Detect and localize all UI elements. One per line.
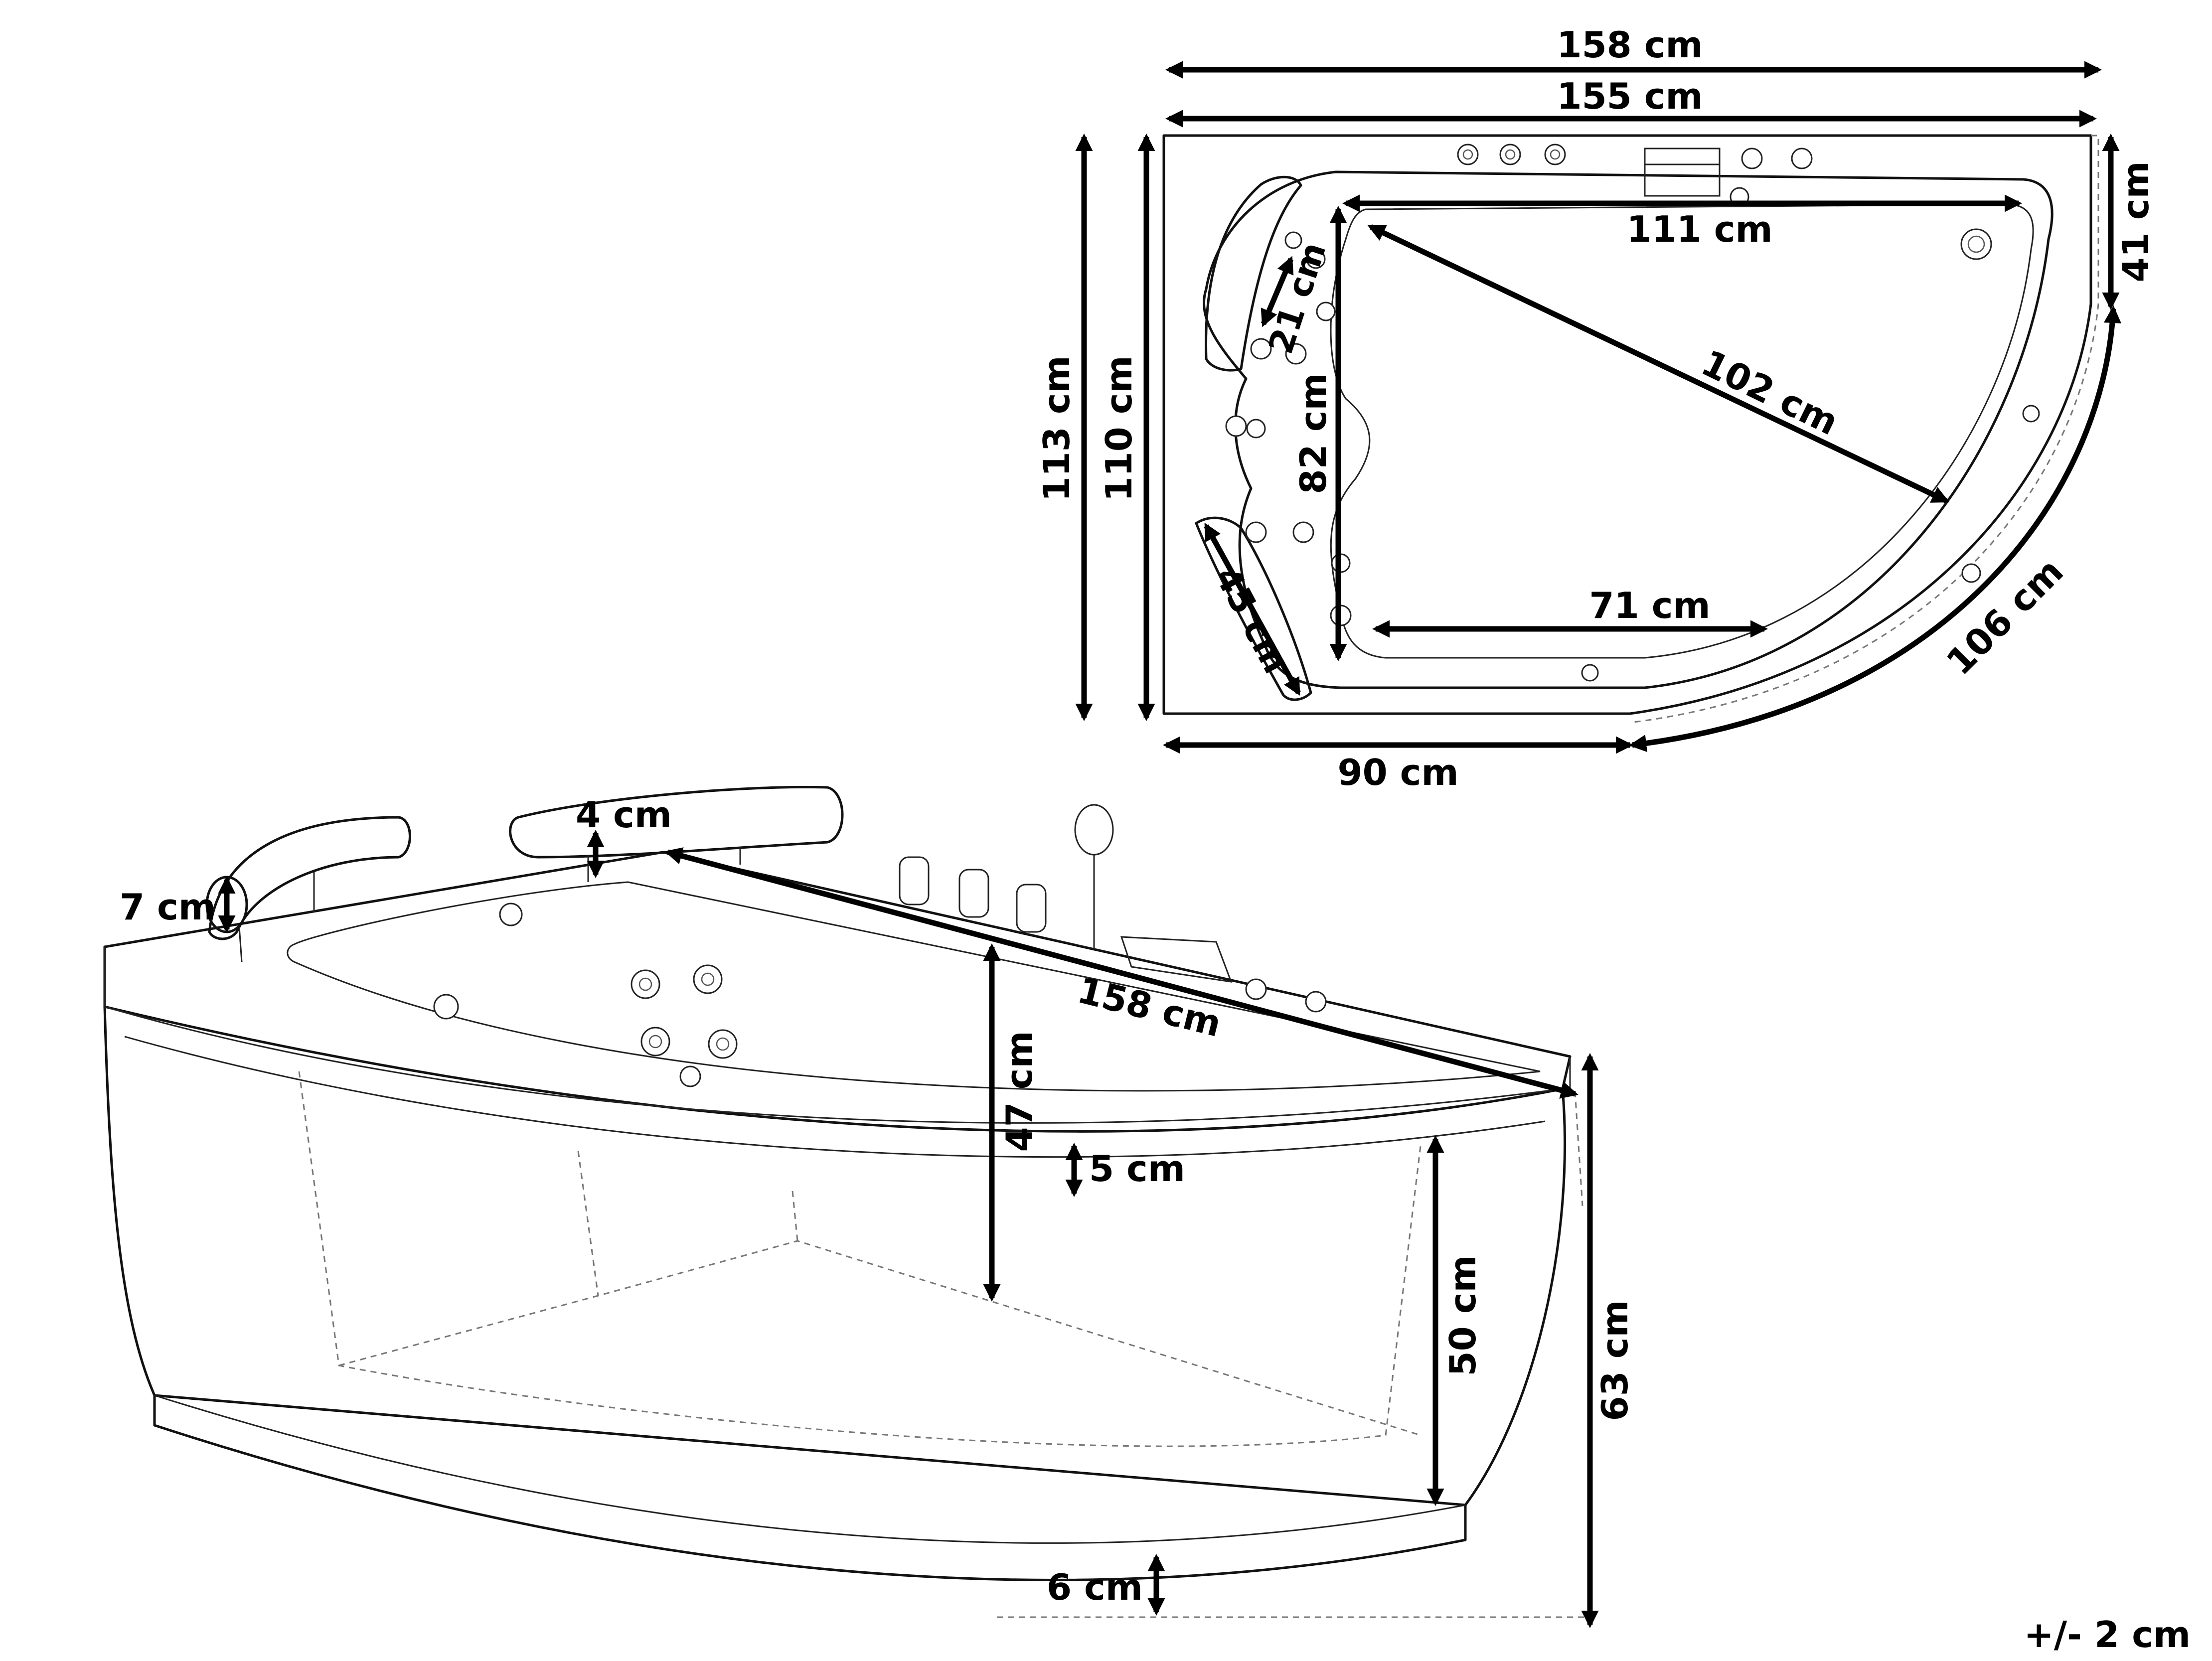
side-view: 7 cm 4 cm 158 cm 47 cm 5 cm 50 cm 63 cm … [103,785,1636,1629]
label-41: 41 cm [2115,161,2157,283]
label-110: 110 cm [1098,355,1140,501]
label-155: 155 cm [1557,75,1703,117]
dim-45 [1204,522,1301,696]
label-45: 45 cm [1207,561,1295,680]
tub-top-rim [103,851,1572,1133]
pillow-right [509,785,844,859]
plan-view: 158 cm 155 cm 113 cm 110 cm 111 cm 102 c… [1036,24,2157,793]
dim-106 [1629,305,2122,753]
label-82: 82 cm [1292,373,1334,494]
label-5: 5 cm [1089,1148,1185,1190]
label-111: 111 cm [1626,208,1772,250]
label-7: 7 cm [120,886,216,928]
label-90: 90 cm [1338,752,1459,793]
control-panel [1644,148,1721,197]
dim-102 [1367,224,1950,503]
label-63: 63 cm [1594,1300,1636,1421]
label-113: 113 cm [1036,355,1078,501]
label-71: 71 cm [1589,585,1711,626]
label-106: 106 cm [1938,550,2071,683]
tolerance-note: +/- 2 cm [2024,1614,2191,1656]
label-50: 50 cm [1442,1255,1484,1376]
tub-front-panel [103,1005,1567,1507]
tub-base [153,1394,1467,1581]
dim-21 [1261,256,1294,327]
headrest-top [1205,175,1302,372]
label-6: 6 cm [1047,1566,1143,1608]
label-158: 158 cm [1557,24,1703,66]
dim-158-diag [664,847,1579,1099]
label-4: 4 cm [576,794,672,836]
label-47: 47 cm [998,1031,1040,1152]
side-jets [433,903,738,1087]
